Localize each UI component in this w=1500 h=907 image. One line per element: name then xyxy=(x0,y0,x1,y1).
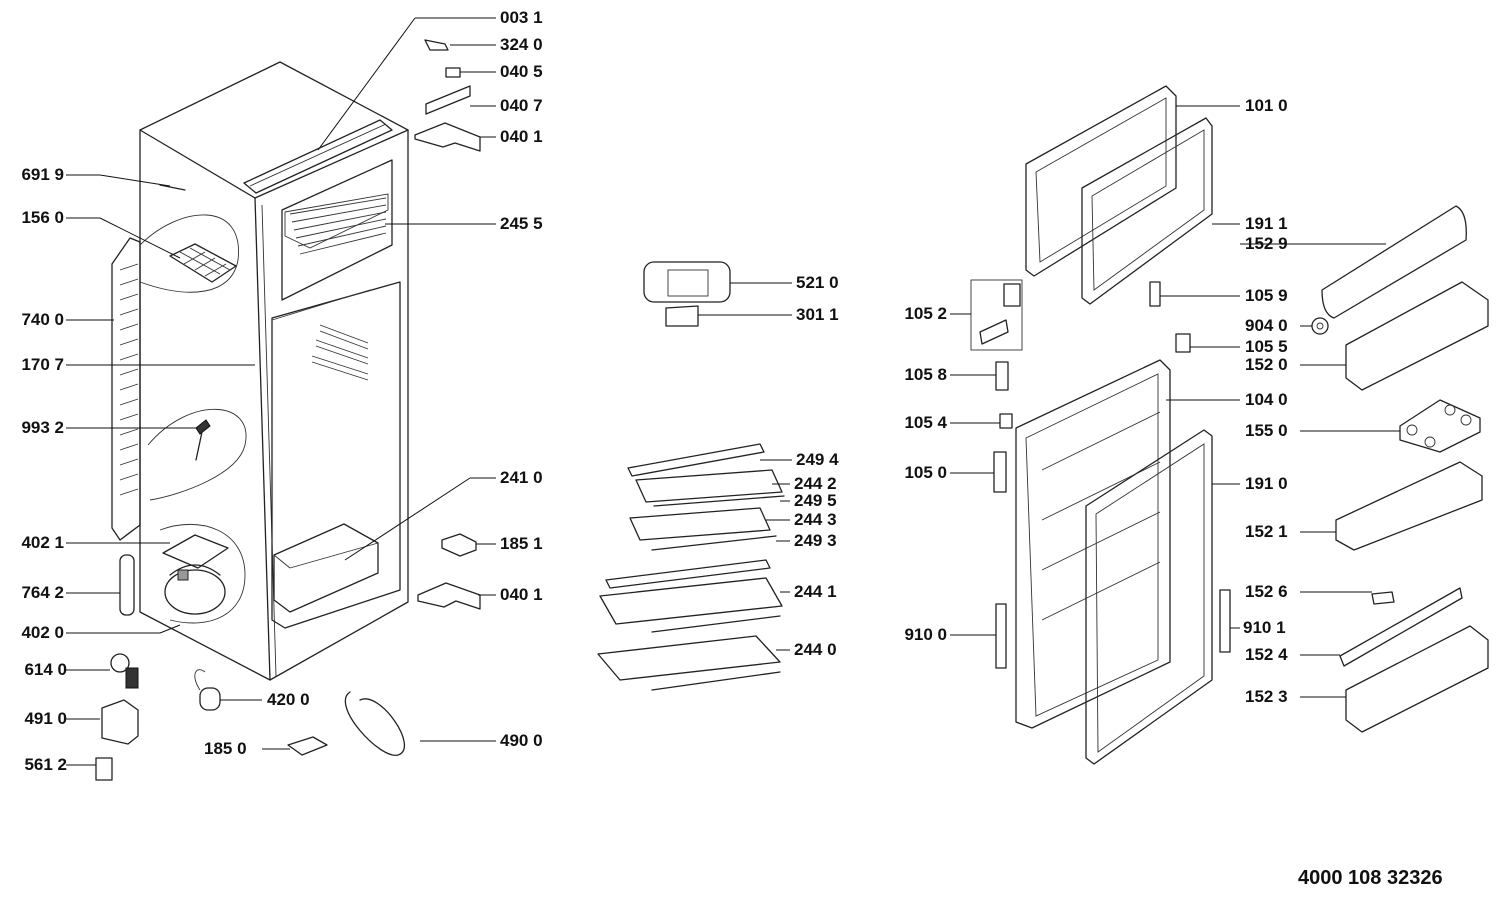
document-number: 4000 108 32326 xyxy=(1298,867,1443,889)
callout-402-1: 402 1 xyxy=(21,533,64,552)
callout-105-5: 105 5 xyxy=(1245,337,1288,356)
shelves-drawing xyxy=(597,261,785,691)
callout-105-0: 105 0 xyxy=(904,463,947,482)
callout-152-0: 152 0 xyxy=(1245,355,1288,374)
doors-drawing xyxy=(970,85,1489,765)
callout-040-1-bottom: 040 1 xyxy=(500,585,543,604)
callout-105-2: 105 2 xyxy=(904,304,947,323)
callout-244-0: 244 0 xyxy=(794,640,837,659)
callout-249-3: 249 3 xyxy=(794,531,837,550)
callout-191-1: 191 1 xyxy=(1245,214,1288,233)
callout-244-2: 244 2 xyxy=(794,474,837,493)
callout-040-5: 040 5 xyxy=(500,62,543,81)
callout-003-1: 003 1 xyxy=(500,8,543,27)
callout-152-9: 152 9 xyxy=(1245,234,1288,253)
callout-561-2: 561 2 xyxy=(24,755,67,774)
callout-244-1: 244 1 xyxy=(794,582,837,601)
callout-324-0: 324 0 xyxy=(500,35,543,54)
callout-152-4: 152 4 xyxy=(1245,645,1288,664)
callout-105-4: 105 4 xyxy=(904,413,947,432)
callout-170-7: 170 7 xyxy=(21,355,64,374)
cabinet-drawing xyxy=(95,39,481,781)
callout-040-1-top: 040 1 xyxy=(500,127,543,146)
callout-104-0: 104 0 xyxy=(1245,390,1288,409)
callout-993-2: 993 2 xyxy=(21,418,64,437)
callout-490-0: 490 0 xyxy=(500,731,543,750)
callout-241-0: 241 0 xyxy=(500,468,543,487)
callout-614-0: 614 0 xyxy=(24,660,67,679)
callout-152-1: 152 1 xyxy=(1245,522,1288,541)
callout-301-1: 301 1 xyxy=(796,305,839,324)
callout-491-0: 491 0 xyxy=(24,709,67,728)
callout-101-0: 101 0 xyxy=(1245,96,1288,115)
callout-691-9: 691 9 xyxy=(21,165,64,184)
callout-152-6: 152 6 xyxy=(1245,582,1288,601)
callout-910-0: 910 0 xyxy=(904,625,947,644)
callout-249-4: 249 4 xyxy=(796,450,839,469)
callout-191-0: 191 0 xyxy=(1245,474,1288,493)
callout-910-1: 910 1 xyxy=(1243,618,1286,637)
leader-lines xyxy=(66,17,1400,766)
callout-244-3: 244 3 xyxy=(794,510,837,529)
callout-764-2: 764 2 xyxy=(21,583,64,602)
callout-185-0: 185 0 xyxy=(204,739,247,758)
callout-402-0: 402 0 xyxy=(21,623,64,642)
callout-040-7: 040 7 xyxy=(500,96,543,115)
callout-105-9: 105 9 xyxy=(1245,286,1288,305)
callout-521-0: 521 0 xyxy=(796,273,839,292)
callout-740-0: 740 0 xyxy=(21,310,64,329)
callout-249-5: 249 5 xyxy=(794,491,837,510)
callout-245-5: 245 5 xyxy=(500,214,543,233)
callout-185-1: 185 1 xyxy=(500,534,543,553)
callout-420-0: 420 0 xyxy=(267,690,310,709)
callout-904-0: 904 0 xyxy=(1245,316,1288,335)
callout-152-3: 152 3 xyxy=(1245,687,1288,706)
callout-105-8: 105 8 xyxy=(904,365,947,384)
callout-156-0: 156 0 xyxy=(21,208,64,227)
callout-155-0: 155 0 xyxy=(1245,421,1288,440)
